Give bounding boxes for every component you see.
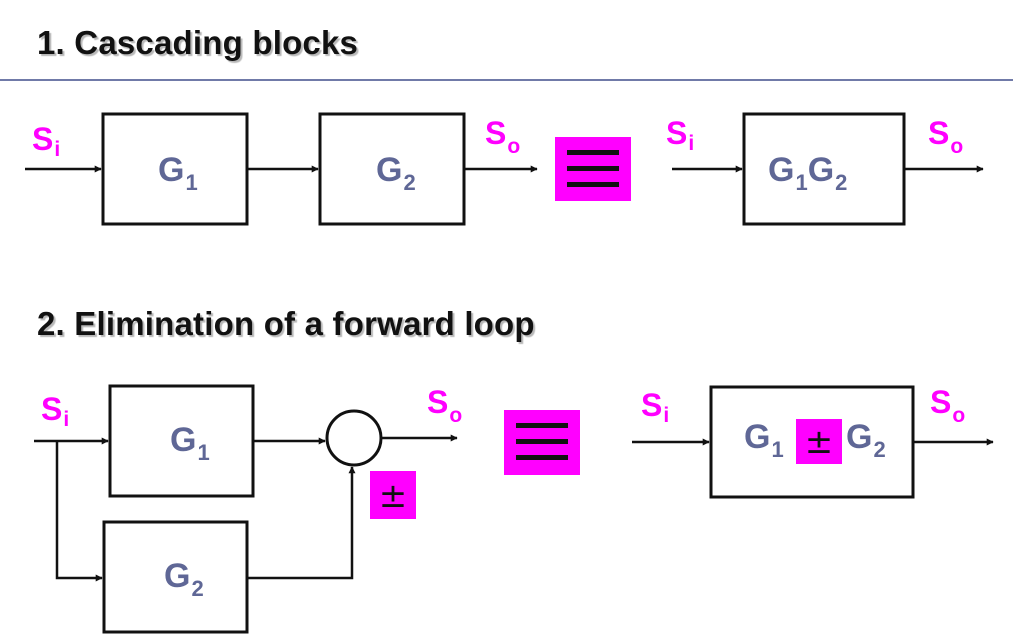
block-g1g2-label: G1G2 bbox=[768, 151, 847, 195]
loop-eq-input-signal: Si bbox=[641, 387, 669, 427]
block-g2 bbox=[318, 112, 466, 226]
loop-input-signal: Si bbox=[41, 391, 69, 431]
summing-junction bbox=[325, 409, 383, 467]
forward-loop-original: Si G1 G2 So ± bbox=[34, 384, 462, 634]
block-g2-forward-label: G2 bbox=[164, 557, 204, 601]
equivalence-symbol-2 bbox=[504, 410, 580, 475]
heading-rule bbox=[0, 79, 1013, 81]
block-g1-forward-label: G1 bbox=[170, 421, 210, 465]
loop-eq-output-signal: So bbox=[930, 384, 965, 427]
loop-output-signal: So bbox=[427, 384, 462, 427]
sum-sign-plus-minus: ± bbox=[379, 476, 408, 516]
cascade-input-signal: Si bbox=[32, 121, 60, 161]
loop-g2-to-sum-arrow bbox=[247, 466, 356, 580]
block-g2-label: G2 bbox=[376, 151, 416, 195]
block-eq-g2-label: G2 bbox=[846, 418, 886, 462]
cascade-original: Si G1 G2 So bbox=[25, 112, 538, 226]
section-1-heading: 1. Cascading blocks bbox=[37, 24, 359, 61]
loop-branch-arrow bbox=[55, 441, 103, 582]
block-g2-forward bbox=[102, 520, 249, 634]
cascade-eq-input-signal: Si bbox=[666, 115, 694, 155]
eq-sign-plus-minus: ± bbox=[805, 422, 834, 462]
section-2-heading: 2. Elimination of a forward loop bbox=[37, 305, 535, 342]
sum-sign-badge: ± bbox=[370, 471, 416, 519]
block-g1 bbox=[101, 112, 249, 226]
block-g1-label: G1 bbox=[158, 151, 198, 195]
cascade-eq-output-signal: So bbox=[928, 115, 963, 158]
forward-loop-equivalent: Si So G1 ± G2 bbox=[632, 384, 994, 499]
block-eq-g1-label: G1 bbox=[744, 418, 784, 462]
equivalence-symbol-1 bbox=[555, 137, 631, 201]
cascade-output-signal: So bbox=[485, 115, 520, 158]
eq-sign-badge bbox=[796, 419, 842, 464]
cascade-equivalent: Si G1G2 So bbox=[666, 112, 984, 226]
